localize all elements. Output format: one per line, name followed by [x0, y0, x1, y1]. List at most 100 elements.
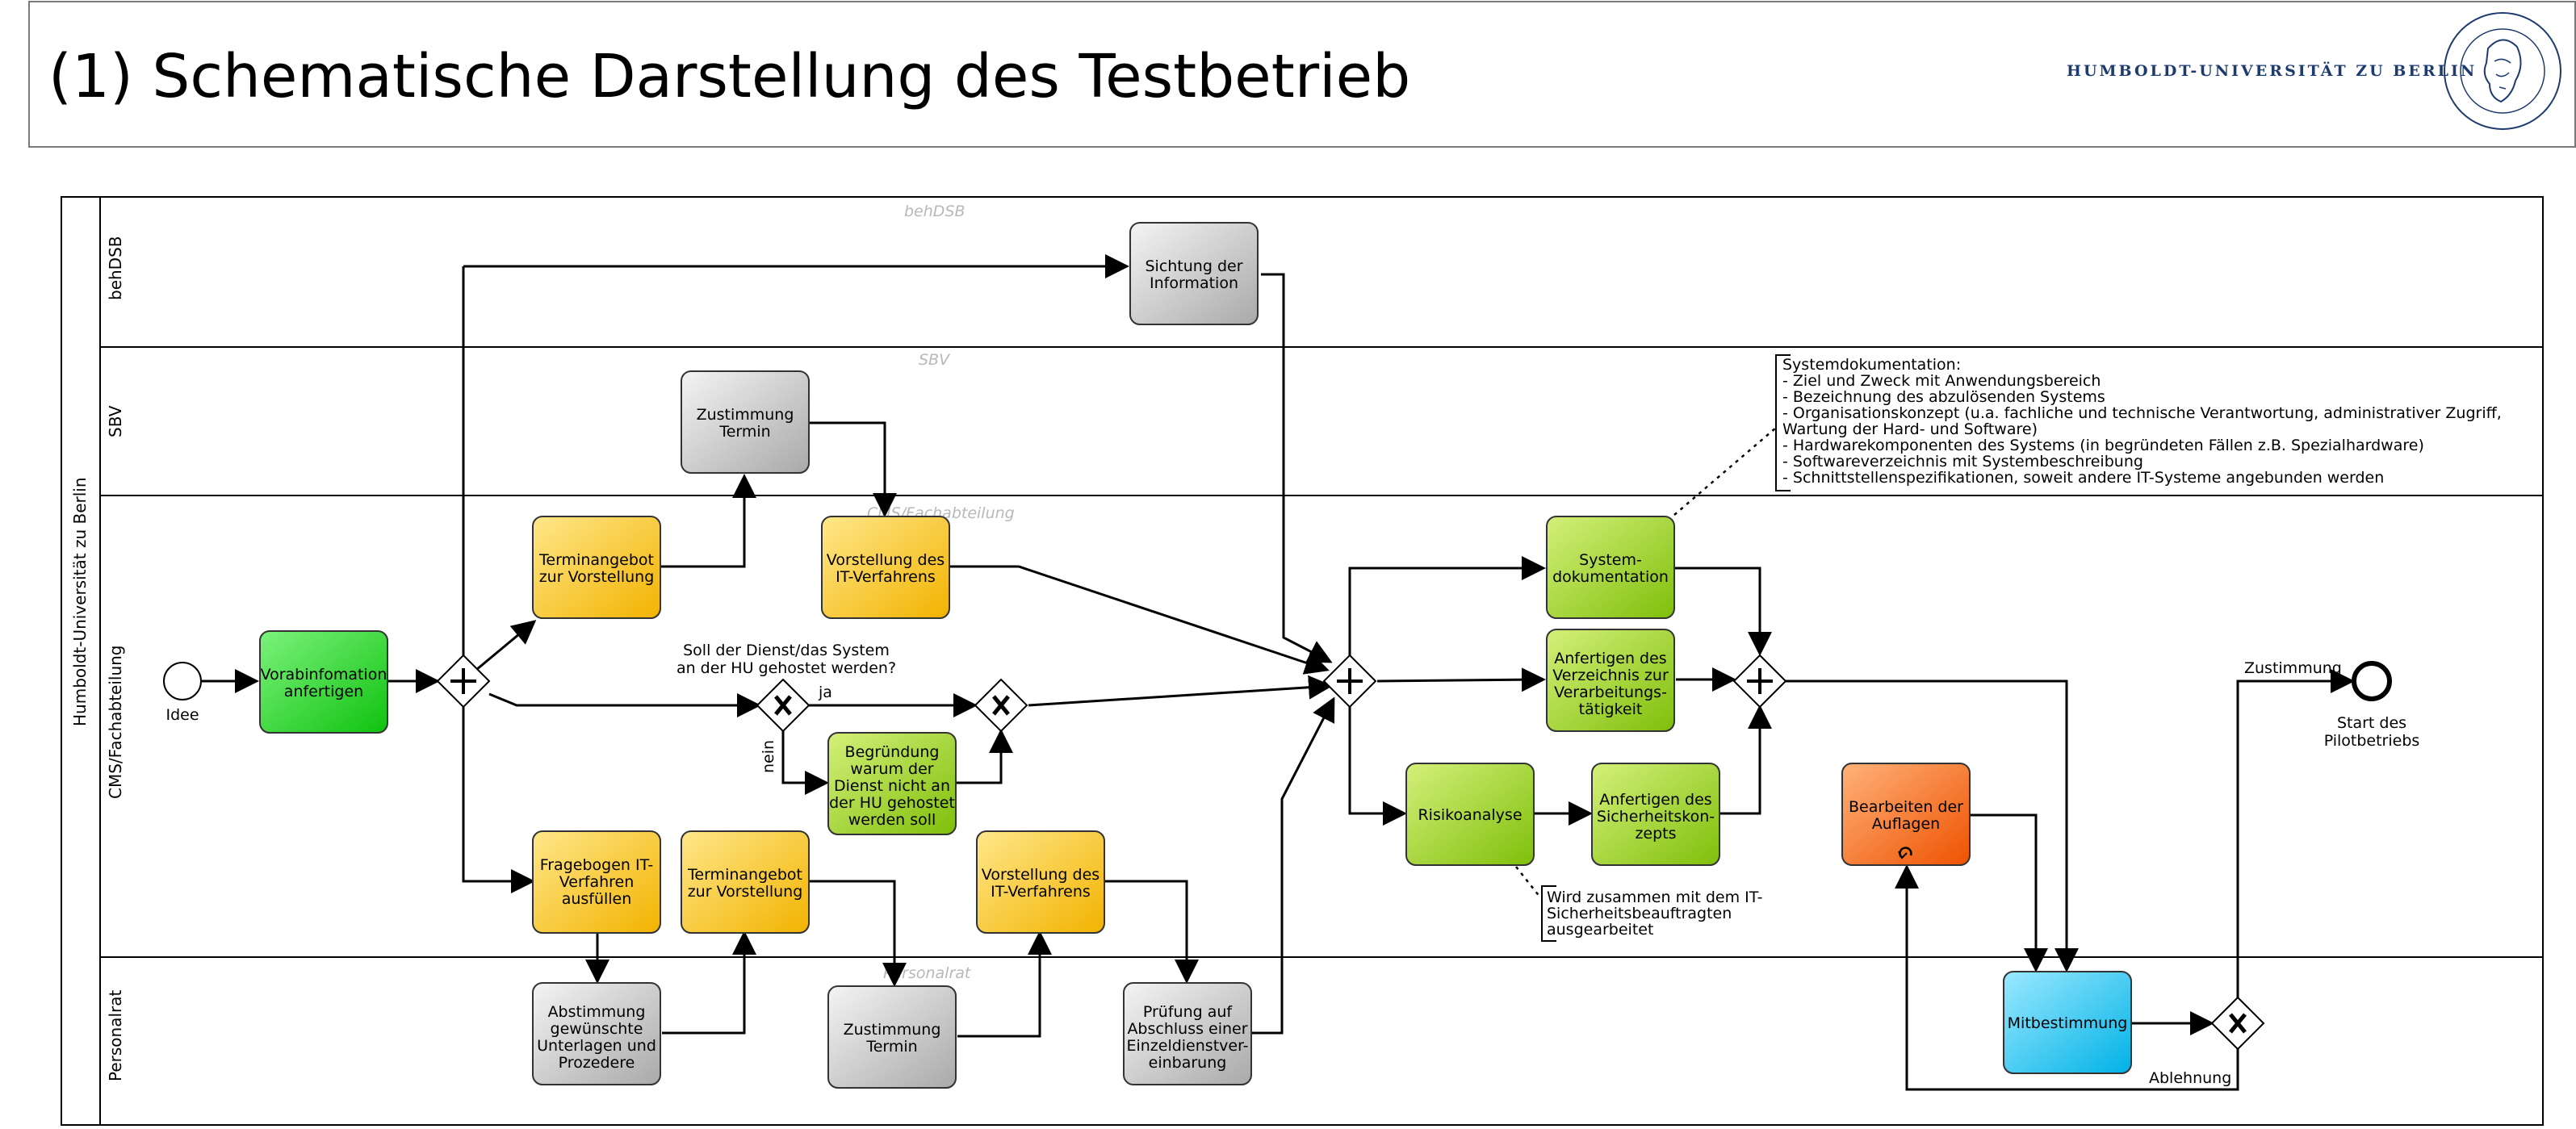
task-pruefung: Prüfung auf Abschluss einer Einzeldienst… — [1123, 982, 1252, 1085]
svg-text:Wartung der Hard- und Software: Wartung der Hard- und Software) — [1782, 420, 2038, 438]
svg-text:Dienst nicht an: Dienst nicht an — [834, 777, 950, 795]
ablehnung-label: Ablehnung — [2149, 1069, 2231, 1087]
end-event: Start des Pilotbetriebs — [2324, 661, 2420, 750]
svg-text:- Bezeichnung des abzulösenden: - Bezeichnung des abzulösenden Systems — [1782, 388, 2105, 406]
exclusive-gateway-decision — [2210, 996, 2265, 1051]
lane-watermark-sbv: SBV — [919, 351, 951, 369]
exclusive-gateway-merge — [974, 678, 1028, 733]
lane-label-sbv: SBV — [106, 405, 125, 437]
question-label-1: Soll der Dienst/das System — [683, 642, 890, 659]
svg-text:gewünschte: gewünschte — [551, 1020, 643, 1038]
task-zustimmung-sbv: Zustimmung Termin — [681, 370, 810, 474]
svg-text:Terminangebot: Terminangebot — [687, 866, 802, 884]
svg-text:Verarbeitungs-: Verarbeitungs- — [1554, 684, 1667, 701]
task-risikoanalyse: Risikoanalyse — [1405, 763, 1535, 866]
svg-text:Termin: Termin — [865, 1038, 917, 1056]
svg-text:Termin: Termin — [718, 423, 770, 441]
svg-text:Mitbestimmung: Mitbestimmung — [2008, 1014, 2128, 1032]
lane-watermark-behdsb: behDSB — [904, 203, 965, 220]
svg-text:Verfahren: Verfahren — [559, 873, 635, 891]
svg-text:Wird zusammen mit dem IT-: Wird zusammen mit dem IT- — [1547, 889, 1762, 906]
svg-text:- Ziel und Zweck mit Anwendung: - Ziel und Zweck mit Anwendungsbereich — [1782, 372, 2101, 390]
svg-text:zepts: zepts — [1635, 825, 1676, 843]
nein-label: nein — [760, 740, 777, 773]
task-zustimmung-pr: Zustimmung Termin — [827, 985, 957, 1089]
svg-text:zur Vorstellung: zur Vorstellung — [539, 568, 655, 586]
svg-text:Sichtung der: Sichtung der — [1145, 257, 1242, 275]
svg-text:dokumentation: dokumentation — [1552, 568, 1669, 586]
svg-text:- Schnittstellenspezifikatione: - Schnittstellenspezifikationen, soweit … — [1782, 469, 2384, 487]
task-sicherheitskonzept: Anfertigen des Sicherheitskon- zepts — [1591, 763, 1720, 866]
svg-text:Risikoanalyse: Risikoanalyse — [1418, 806, 1522, 824]
svg-text:Terminangebot: Terminangebot — [538, 551, 654, 569]
task-verzeichnis: Anfertigen des Verzeichnis zur Verarbeit… — [1546, 629, 1675, 732]
svg-text:Abschluss einer: Abschluss einer — [1127, 1020, 1247, 1038]
task-terminangebot-pr: Terminangebot zur Vorstellung — [681, 830, 810, 934]
parallel-gateway-split — [436, 654, 491, 709]
task-vorabinformation: Vorabinfomation anfertigen — [259, 630, 388, 734]
end-event-label-1: Start des — [2337, 714, 2406, 732]
svg-text:Vorstellung des: Vorstellung des — [982, 866, 1100, 884]
svg-text:Zustimmung: Zustimmung — [844, 1021, 941, 1039]
svg-text:Fragebogen IT-: Fragebogen IT- — [540, 856, 654, 874]
svg-text:Systemdokumentation:: Systemdokumentation: — [1782, 356, 1961, 374]
svg-text:ausgearbeitet: ausgearbeitet — [1547, 921, 1653, 939]
svg-text:Zustimmung: Zustimmung — [697, 406, 794, 424]
lane-label-behdsb: behDSB — [106, 236, 125, 301]
pool-label: Humboldt-Universität zu Berlin — [70, 477, 90, 726]
parallel-gateway-docs — [1732, 654, 1787, 709]
ja-label: ja — [818, 684, 832, 701]
svg-text:Vorstellung des: Vorstellung des — [827, 551, 945, 569]
svg-text:Anfertigen des: Anfertigen des — [1599, 791, 1711, 809]
university-seal-icon — [2444, 12, 2561, 130]
lane-watermark-personalrat: Personalrat — [883, 964, 972, 982]
university-logo-text: HUMBOLDT-UNIVERSITÄT ZU BERLIN — [2067, 61, 2477, 80]
svg-text:Anfertigen des: Anfertigen des — [1554, 650, 1666, 667]
svg-text:IT-Verfahrens: IT-Verfahrens — [991, 883, 1091, 901]
svg-text:Abstimmung: Abstimmung — [548, 1003, 646, 1021]
header-frame — [28, 1, 2576, 148]
task-fragebogen: Fragebogen IT- Verfahren ausfüllen — [532, 830, 661, 934]
svg-text:Begründung: Begründung — [845, 743, 940, 761]
svg-text:zur Vorstellung: zur Vorstellung — [688, 883, 803, 901]
task-abstimmung: Abstimmung gewünschte Unterlagen und Pro… — [532, 982, 661, 1085]
page-title: (1) Schematische Darstellung des Testbet… — [48, 42, 1410, 111]
svg-text:Unterlagen und: Unterlagen und — [537, 1037, 656, 1055]
svg-text:Bearbeiten der: Bearbeiten der — [1849, 798, 1963, 816]
lane-label-personalrat: Personalrat — [106, 990, 125, 1081]
start-event: Idee — [163, 662, 202, 724]
svg-text:Information: Information — [1150, 274, 1238, 292]
sequence-flows — [202, 254, 2355, 1091]
svg-text:warum der: warum der — [850, 760, 933, 778]
parallel-gateway-join — [1322, 654, 1377, 709]
svg-text:Prüfung auf: Prüfung auf — [1143, 1003, 1234, 1021]
svg-text:System-: System- — [1579, 551, 1642, 569]
task-vorstellung-sbv: Vorstellung des IT-Verfahrens — [821, 516, 950, 619]
svg-text:IT-Verfahrens: IT-Verfahrens — [836, 568, 936, 586]
svg-text:Prozedere: Prozedere — [559, 1054, 635, 1072]
question-label-2: an der HU gehostet werden? — [676, 659, 896, 677]
svg-text:ausfüllen: ausfüllen — [562, 890, 632, 908]
svg-text:anfertigen: anfertigen — [284, 683, 363, 700]
start-event-label: Idee — [165, 706, 199, 724]
svg-text:Einzeldienstver-: Einzeldienstver- — [1126, 1037, 1248, 1055]
task-mitbestimmung: Mitbestimmung — [2003, 971, 2132, 1074]
svg-text:- Organisationskonzept (u.a. f: - Organisationskonzept (u.a. fachliche u… — [1782, 404, 2502, 422]
task-auflagen: Bearbeiten der Auflagen — [1841, 763, 1971, 866]
flow-labels: Soll der Dienst/das System an der HU geh… — [676, 642, 2342, 1087]
task-sichtung: Sichtung der Information — [1129, 222, 1259, 325]
svg-text:Vorabinfomation: Vorabinfomation — [261, 666, 387, 684]
zustimmung-label: Zustimmung — [2244, 659, 2342, 677]
end-event-label-2: Pilotbetriebs — [2324, 732, 2420, 750]
svg-text:tätigkeit: tätigkeit — [1579, 700, 1643, 718]
svg-text:werden soll: werden soll — [848, 811, 936, 829]
task-vorstellung-pr: Vorstellung des IT-Verfahrens — [976, 830, 1105, 934]
task-terminangebot-sbv: Terminangebot zur Vorstellung — [532, 516, 661, 619]
lane-label-cms: CMS/Fachabteilung — [106, 645, 125, 799]
svg-text:Sicherheitskon-: Sicherheitskon- — [1597, 808, 1715, 826]
svg-text:der HU gehostet: der HU gehostet — [829, 794, 955, 812]
exclusive-gateway-hosting — [756, 678, 810, 733]
task-systemdokumentation: System- dokumentation — [1546, 516, 1675, 619]
annotation-systemdokumentation: Systemdokumentation: - Ziel und Zweck mi… — [1673, 354, 2502, 516]
